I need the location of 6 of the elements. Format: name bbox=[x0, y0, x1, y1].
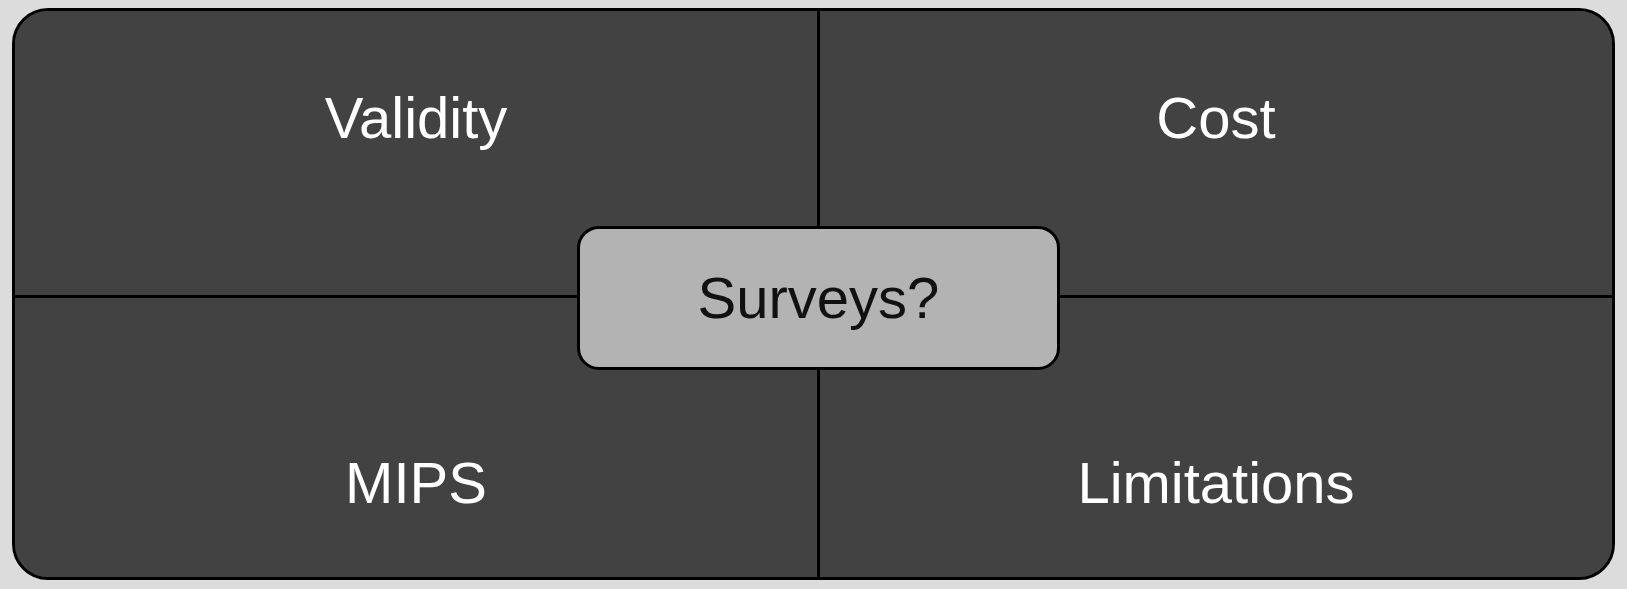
quadrant-label: MIPS bbox=[344, 449, 488, 517]
quadrant-label: Validity bbox=[323, 84, 509, 152]
quadrant-label: Cost bbox=[1155, 84, 1277, 152]
center-box bbox=[577, 226, 1060, 370]
quadrant-label: Limitations bbox=[1076, 449, 1356, 517]
center-label: Surveys? bbox=[697, 264, 940, 332]
